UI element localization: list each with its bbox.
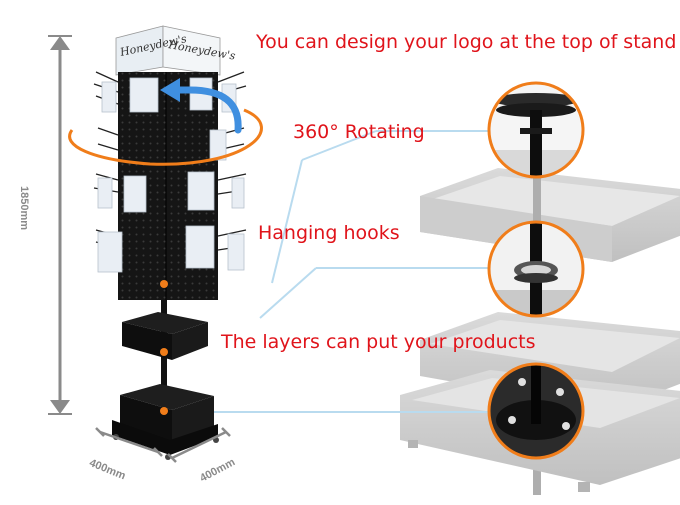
rotate-arrowhead-icon (160, 78, 180, 102)
marker-dots (160, 280, 168, 415)
rotating-caption: 360° Rotating (293, 121, 425, 143)
height-dimension-arrow (48, 35, 72, 415)
rotate-arrow-blue (172, 86, 242, 134)
leader-lines (160, 130, 488, 413)
layers-caption: The layers can put your products (221, 331, 536, 353)
closeup-bearing-ring (487, 220, 585, 318)
height-dimension-label: 1850mm (18, 186, 30, 231)
hanging-products (97, 77, 245, 273)
hooks-caption: Hanging hooks (258, 222, 400, 244)
logo-caption: You can design your logo at the top of s… (256, 31, 677, 53)
closeup-rotating-bearing (487, 81, 585, 179)
closeup-base-bolts (487, 362, 585, 460)
base-dimension-arrows (95, 427, 231, 463)
rotate-ring-orange (68, 108, 263, 166)
